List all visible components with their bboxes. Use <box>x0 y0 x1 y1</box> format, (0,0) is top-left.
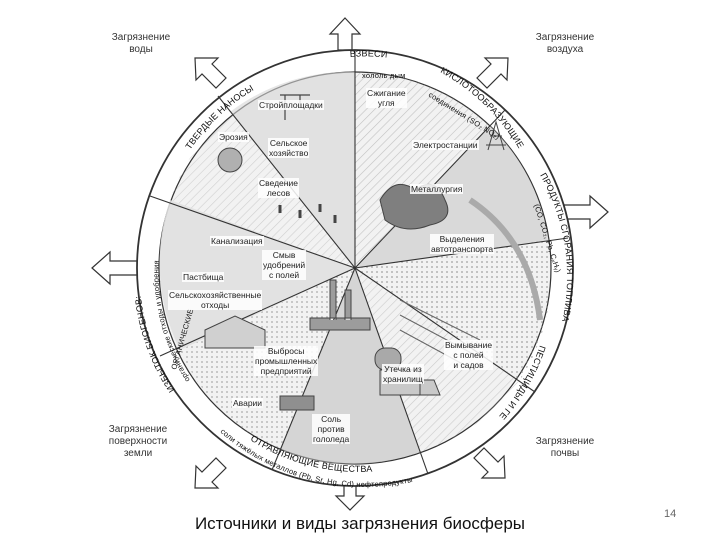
diagram-caption: Источники и виды загрязнения биосферы <box>194 514 526 533</box>
corner-soil: Загрязнение почвы <box>535 436 595 459</box>
label-washout: Вымывание с полей и садов <box>444 340 494 370</box>
arrow-west-icon <box>91 250 143 286</box>
label-agriculture: Сельское хозяйство <box>268 138 310 158</box>
label-power-plants: Электростанции <box>412 140 479 150</box>
arrow-northwest-icon <box>194 57 227 89</box>
stumps-icon <box>278 204 337 223</box>
svg-text:ВЗВЕСИ: ВЗВЕСИ <box>349 48 388 59</box>
label-farm-waste: Сельскохозяйственные отходы <box>168 290 263 310</box>
rim-suspended: ВЗВЕСИ <box>349 48 387 59</box>
label-road-salt: Соль против гололеда <box>312 414 351 444</box>
label-erosion: Эрозия <box>218 132 249 142</box>
label-industrial-emissions: Выбросы промышленных предприятий <box>254 346 319 376</box>
rim-suspended-sub: хололь дым <box>362 71 405 80</box>
barn-icon <box>204 315 266 349</box>
pollution-arrows <box>91 17 609 511</box>
corner-water: Загрязнение воды <box>111 32 171 55</box>
arrow-north-icon <box>328 17 362 51</box>
corner-air: Загрязнение воздуха <box>535 32 595 55</box>
arrow-southwest-icon <box>194 457 227 489</box>
page-number: 14 <box>664 508 677 520</box>
arrow-northeast-icon <box>476 57 509 89</box>
gear-icon <box>217 147 243 173</box>
road-icon <box>468 197 543 321</box>
factory-chimney-icon <box>309 279 371 331</box>
label-accidents: Аварии <box>232 398 264 408</box>
label-coal-burning: Сжигание угля <box>366 88 407 108</box>
corner-surface: Загрязнение поверхности земли <box>108 424 168 459</box>
label-deforestation: Сведение лесов <box>258 178 299 198</box>
power-tower-icon <box>486 120 506 151</box>
label-sewage: Канализация <box>210 236 264 246</box>
label-storage-leak: Утечка из хранилищ <box>382 364 424 384</box>
label-fertilizer-runoff: Смыв удобрений с полей <box>262 250 307 280</box>
smoke-cloud-icon <box>379 183 449 230</box>
car-wreck-icon <box>279 395 315 411</box>
label-metallurgy: Металлургия <box>410 184 464 194</box>
label-transport: Выделения автотранспорта <box>430 234 495 254</box>
label-pastures: Пастбища <box>182 272 225 282</box>
label-construction: Стройплощадки <box>258 100 324 110</box>
arrow-southeast-icon <box>473 447 506 479</box>
